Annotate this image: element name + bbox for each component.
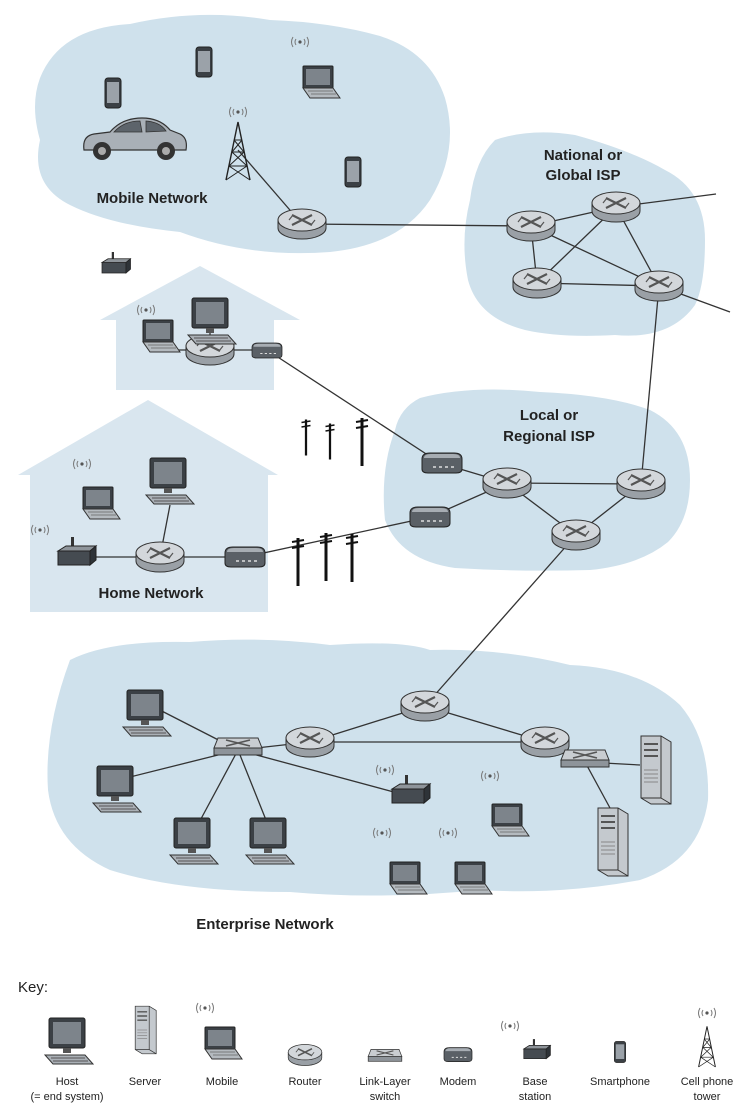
switch-icon — [367, 1048, 403, 1062]
base-station-icon — [523, 1038, 551, 1060]
key-label-server: Server — [129, 1076, 162, 1088]
regional-isp-label-line2: Regional ISP — [503, 428, 595, 445]
router-global-2 — [590, 190, 642, 224]
key-label-switch: Link-Layer — [359, 1076, 411, 1088]
router-enterprise-left — [284, 725, 336, 759]
base-station-icon — [101, 251, 131, 274]
router-regional-2 — [615, 467, 667, 501]
router-global-3 — [511, 266, 563, 300]
router-icon — [287, 1043, 323, 1067]
key-label-smartphone: Smartphone — [590, 1076, 650, 1088]
mobile-laptop-icon — [204, 1026, 243, 1060]
smartphone-icon — [344, 156, 362, 188]
router-mobile — [276, 207, 328, 241]
key-title: Key: — [18, 979, 48, 996]
server-icon — [597, 807, 629, 877]
key-label-mobile: Mobile — [206, 1076, 238, 1088]
smartphone-icon — [614, 1041, 626, 1063]
switch-icon — [213, 737, 263, 756]
mobile-network-cloud — [35, 14, 450, 254]
switch-icon — [560, 749, 610, 768]
router-regional-3 — [550, 518, 602, 552]
key-label-modem: Modem — [440, 1076, 477, 1088]
key-label-host: Host — [56, 1076, 79, 1088]
router-global-4 — [633, 269, 685, 303]
utility-pole — [324, 422, 336, 461]
key-label-base: Base — [522, 1076, 547, 1088]
global-isp-label-line1: National or — [544, 147, 623, 164]
router-global-1 — [505, 209, 557, 243]
modem-icon — [224, 546, 266, 568]
enterprise-network-label: Enterprise Network — [196, 916, 334, 933]
wireless-signal-icon — [698, 1007, 716, 1019]
global-isp-label-line2: Global ISP — [545, 167, 620, 184]
modem-icon — [409, 506, 451, 528]
router-enterprise-top — [399, 689, 451, 723]
key-label-cell-tower-sub: tower — [694, 1091, 721, 1103]
router-home — [134, 540, 186, 574]
router-regional-1 — [481, 466, 533, 500]
key-label-host-sub: (= end system) — [30, 1091, 103, 1103]
wireless-signal-icon — [501, 1020, 519, 1032]
server-icon — [640, 735, 672, 805]
home-network-house-shape — [18, 400, 278, 612]
cell-tower-icon — [698, 1025, 716, 1068]
mobile-network-label: Mobile Network — [97, 190, 209, 207]
regional-isp-label-line1: Local or — [520, 407, 579, 424]
home-network-label: Home Network — [98, 585, 204, 602]
modem-icon — [251, 342, 283, 359]
smartphone-icon — [104, 77, 122, 109]
enterprise-network-cloud — [47, 639, 709, 896]
host-icon — [44, 1017, 94, 1065]
key-label-base-sub: station — [519, 1091, 551, 1103]
modem-icon — [443, 1047, 473, 1063]
key-label-router: Router — [288, 1076, 321, 1088]
wireless-signal-icon — [196, 1002, 214, 1014]
key-label-switch-sub: switch — [370, 1091, 401, 1103]
server-icon — [134, 1005, 157, 1055]
utility-pole — [355, 417, 369, 467]
utility-pole — [345, 533, 359, 583]
modem-icon — [421, 452, 463, 474]
smartphone-icon — [195, 46, 213, 78]
router-enterprise-right — [519, 725, 571, 759]
regional-isp-cloud — [383, 389, 690, 571]
key-label-cell-tower: Cell phone — [681, 1076, 734, 1088]
utility-pole — [300, 418, 312, 457]
